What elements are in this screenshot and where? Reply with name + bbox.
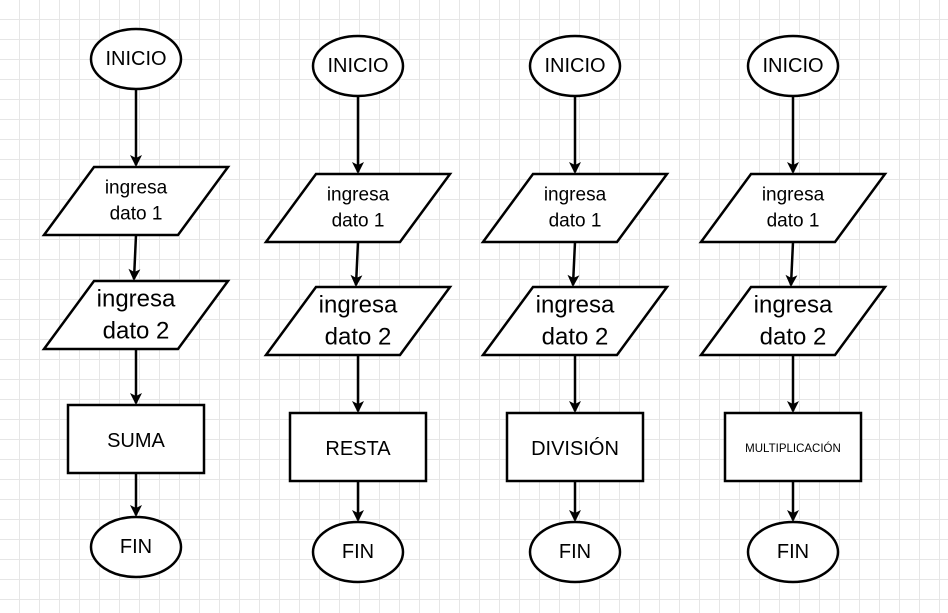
input-node-dato-2 (263, 285, 453, 357)
input-2-label: dato 2 (325, 324, 392, 351)
end-node (311, 520, 405, 584)
input-1-label: ingresa (762, 185, 825, 206)
input-1-label: dato 1 (110, 204, 163, 225)
start-label: INICIO (105, 48, 166, 70)
process-label: DIVISIÓN (531, 437, 619, 460)
input-2-label: dato 2 (760, 324, 827, 351)
end-label: FIN (342, 541, 374, 563)
process-node (288, 411, 428, 483)
process-node (505, 411, 645, 483)
process-label: MULTIPLICACIÓN (745, 442, 841, 455)
process-label: RESTA (325, 438, 391, 460)
end-label: FIN (559, 541, 591, 563)
input-2-label: dato 2 (542, 324, 609, 351)
input-node-dato-1 (263, 172, 453, 244)
end-node (89, 515, 183, 579)
input-1-label: dato 1 (549, 211, 602, 232)
input-2-label: ingresa (97, 286, 176, 313)
connector-arrow (128, 234, 141, 281)
input-2-label: ingresa (536, 292, 615, 319)
flowchart-3: INICIO ingresa dato 1 ingresa dato 2 DIVISIÓN… (480, 34, 670, 584)
connector-arrow (350, 241, 363, 287)
input-1-label: ingresa (544, 185, 607, 206)
flowchart-4: INICIO ingresa dato 1 ingresa dato 2 MULTIPLI… (698, 34, 888, 584)
input-1-label: ingresa (105, 178, 168, 199)
connector-arrow (785, 241, 798, 287)
end-node (528, 520, 622, 584)
start-label: INICIO (327, 55, 388, 77)
flowchart-1: INICIO ingresa dato 1 ingresa dato 2 SUMA FIN (41, 27, 231, 579)
input-node-dato-1 (480, 172, 670, 244)
input-node-dato-2 (480, 285, 670, 357)
input-node-dato-2 (41, 279, 231, 351)
input-2-label: ingresa (754, 292, 833, 319)
input-node-dato-2 (698, 285, 888, 357)
end-node (746, 520, 840, 584)
process-node (723, 411, 863, 483)
start-label: INICIO (762, 55, 823, 77)
process-label: SUMA (107, 430, 165, 452)
input-1-label: dato 1 (767, 211, 820, 232)
flowchart-2: INICIO ingresa dato 1 ingresa dato 2 RESTA FIN (263, 34, 453, 584)
end-label: FIN (777, 541, 809, 563)
input-node-dato-1 (698, 172, 888, 244)
end-label: FIN (120, 536, 152, 558)
start-label: INICIO (544, 55, 605, 77)
input-1-label: dato 1 (332, 211, 385, 232)
input-node-dato-1 (41, 165, 231, 237)
input-1-label: ingresa (327, 185, 390, 206)
connector-arrow (567, 241, 580, 287)
input-2-label: ingresa (319, 292, 398, 319)
input-2-label: dato 2 (103, 318, 170, 345)
